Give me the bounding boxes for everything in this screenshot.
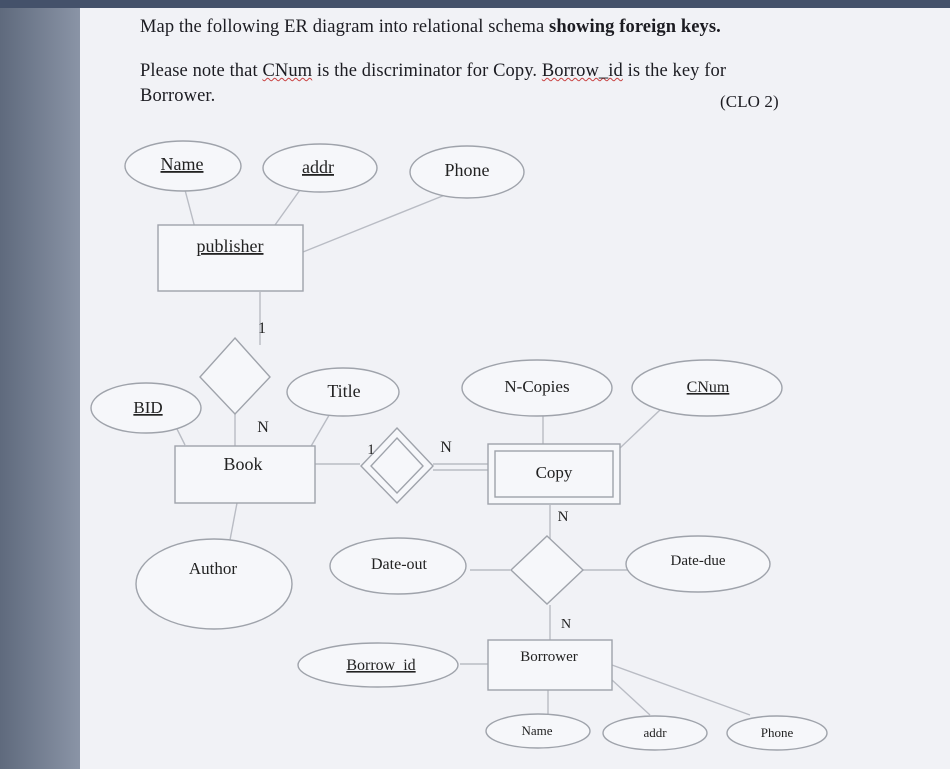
copy-label: Copy [536,463,573,482]
addr-attribute [262,143,378,193]
author-attribute [135,538,293,630]
book-one-label: 1 [367,442,375,458]
question-line-3: Borrower. [140,86,215,107]
has-copy-relationship-inner [370,436,424,495]
borrower-addr-attribute [602,715,708,751]
phone-attribute [409,145,525,199]
borrower-addr-label: addr [643,725,667,740]
question-line-2: Please note that CNum is the discriminat… [140,61,726,82]
question-emphasis: showing foreign keys. [549,17,721,37]
copy-n-label: N [440,439,452,456]
borrows-relationship [509,535,585,605]
note-text-2: is the discriminator for Copy. [312,61,542,81]
borrow-id-ref: Borrow_id [541,61,623,81]
borrower-name-label: Name [521,723,552,738]
borrower-name-attribute [485,713,591,749]
borrower-label: Borrower [520,649,577,665]
background-shadow [0,0,80,769]
clo-text: (CLO 2) [720,92,779,111]
entity-shapes [157,224,621,691]
bid-attribute [90,382,202,434]
borrower-entity [487,639,613,691]
bid-label: BID [133,398,162,417]
copy-entity-inner [494,450,614,498]
pub-n-label: N [257,419,269,436]
ncopies-label: N-Copies [504,377,569,396]
monitor-frame-top [0,0,950,8]
cnum-attribute [631,359,783,417]
publisher-entity [157,224,304,292]
note-text: Please note that [140,61,263,81]
borrowid-attribute [297,642,459,688]
cnum-ref: CNum [262,61,313,81]
title-label: Title [327,381,360,401]
datedue-attribute [625,535,771,593]
phone-label: Phone [445,160,490,180]
borrow-copy-n-label: N [558,509,569,525]
borrower-phone-attribute [726,715,828,751]
relationship-shapes [199,336,585,605]
book-entity [174,445,316,504]
publisher-label: publisher [197,236,264,256]
question-line-1: Map the following ER diagram into relati… [140,17,721,38]
connector-lines [174,189,751,716]
datedue-label: Date-due [671,553,726,569]
diagram-labels: Name addr Phone publisher 1 BID N Title … [133,154,793,740]
borrower-text: Borrower. [140,86,216,106]
borrowid-label: Borrow_id [346,657,415,674]
dateout-attribute [329,537,467,595]
borrower-phone-label: Phone [761,725,794,740]
borrow-borrower-n-label: N [561,617,571,632]
publishes-relationship [199,336,271,416]
book-label: Book [223,454,262,474]
question-text: Map the following ER diagram into relati… [140,17,550,37]
cnum-label: CNum [687,379,730,396]
pub-one-label: 1 [258,320,266,337]
clo-label: (CLO 2) [720,92,779,112]
title-attribute [286,367,400,417]
name-attribute [124,140,242,192]
dateout-label: Date-out [371,556,428,573]
attribute-shapes [90,140,828,751]
ncopies-attribute [461,359,613,417]
name-label: Name [161,154,204,174]
addr-label: addr [302,157,334,177]
author-label: Author [189,559,238,578]
note-text-3: is the key for [622,61,727,81]
